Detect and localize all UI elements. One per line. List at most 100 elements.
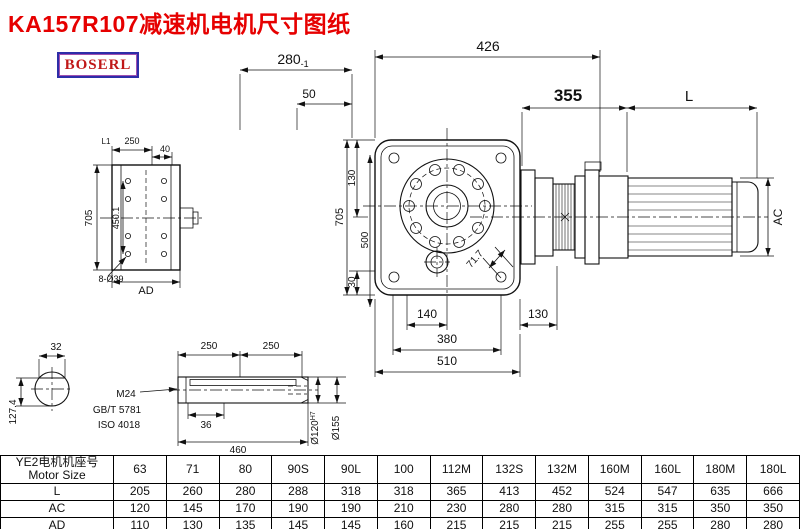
dim-450-label: 450.1 (111, 207, 121, 230)
dim-bore-label: Ø120H7 (310, 411, 321, 445)
table-cell: 215 (482, 516, 537, 529)
dim-30-label: 30 (347, 276, 358, 288)
dim-705-main-label: 705 (334, 208, 346, 226)
dim-250-a-label: 250 (201, 341, 218, 352)
dim-ac-label: AC (771, 208, 785, 225)
dim-50-label: 50 (302, 87, 316, 101)
dim-127-4-label: 127.4 (8, 399, 19, 424)
dim-426-label: 426 (476, 38, 500, 54)
dim-380-label: 380 (437, 332, 457, 346)
table-cell: 190 (271, 499, 326, 518)
table-cell: 452 (535, 482, 589, 501)
table-cell: 230 (429, 499, 484, 518)
table-cell: 190 (324, 499, 378, 518)
table-cell: 255 (640, 516, 695, 529)
table-cell: 547 (640, 482, 695, 501)
table-cell: 350 (693, 499, 748, 518)
table-cell: 160 (376, 516, 431, 529)
shaft-section-view: 32 127.4 (8, 342, 73, 425)
shaft-side-view: 250 250 M24 GB/T 5781 ISO 4018 36 460 Ø1… (93, 341, 346, 455)
table-cell: 350 (746, 499, 800, 518)
dim-250-flange-label: 250 (124, 136, 139, 146)
table-cell: 413 (482, 482, 537, 501)
table-cell: 215 (429, 516, 484, 529)
table-cell: 280 (482, 499, 537, 518)
table-cell: 255 (587, 516, 642, 529)
table-cell: 666 (746, 482, 800, 501)
dim-32-label: 32 (50, 342, 62, 353)
motor-size-column: 132M (535, 455, 589, 484)
motor-size-column: 112M (429, 455, 484, 484)
table-cell: 145 (324, 516, 378, 529)
dim-510-label: 510 (437, 354, 457, 368)
motor-size-column: 90L (324, 455, 378, 484)
table-cell: 635 (693, 482, 748, 501)
header-en: Motor Size (28, 468, 86, 483)
dim-130-b-label: 130 (528, 307, 548, 321)
motor-size-column: 63 (113, 455, 167, 484)
table-cell: 280 (746, 516, 800, 529)
table-cell: 318 (376, 482, 431, 501)
standard-gb-label: GB/T 5781 (93, 405, 142, 416)
motor-side-view (470, 161, 768, 265)
boserl-logo: BOSERL (57, 52, 139, 78)
motor-size-column: 80 (218, 455, 273, 484)
motor-size-column: 180M (693, 455, 748, 484)
table-cell: 365 (429, 482, 484, 501)
page-title: KA157R107减速机电机尺寸图纸 (8, 11, 351, 37)
table-cell: 110 (113, 516, 167, 529)
dim-71-7-label: 71.7 (465, 248, 486, 270)
table-cell: 215 (535, 516, 589, 529)
dim-130-v-label: 130 (347, 169, 358, 186)
dim-8xd39-label: 8-Ø39 (98, 274, 123, 284)
table-cell: 130 (165, 516, 220, 529)
dim-280-label: 280-1 (277, 51, 308, 69)
dim-705-flange-label: 705 (84, 209, 95, 226)
header-cn: YE2电机机座号 (15, 455, 99, 469)
motor-size-column: 160L (640, 455, 695, 484)
table-cell: 210 (376, 499, 431, 518)
motor-size-column: 132S (482, 455, 537, 484)
table-cell: 280 (535, 499, 589, 518)
table-cell: 120 (113, 499, 167, 518)
table-cell: 288 (271, 482, 326, 501)
dim-motor-length-label: L (685, 88, 693, 105)
motor-size-column: 90S (271, 455, 326, 484)
motor-size-column: 180L (746, 455, 800, 484)
row-label: AD (0, 516, 114, 529)
table-cell: 280 (218, 482, 273, 501)
table-cell: 280 (693, 516, 748, 529)
table-cell: 318 (324, 482, 378, 501)
flange-side-view: L1 250 40 705 450.1 8-Ø39 AD (84, 136, 202, 297)
table-header-motor-size: YE2电机机座号 Motor Size (0, 455, 114, 484)
dim-155-label: Ø155 (331, 415, 342, 440)
dimension-drawing: L1 250 40 705 450.1 8-Ø39 AD (8, 38, 785, 455)
dim-ad-label: AD (138, 285, 153, 297)
table-cell: 145 (271, 516, 326, 529)
table-cell: 260 (165, 482, 220, 501)
table-cell: 315 (640, 499, 695, 518)
motor-size-column: 160M (587, 455, 642, 484)
dim-355-label: 355 (554, 86, 582, 105)
row-label: L (0, 482, 114, 501)
dim-250-b-label: 250 (263, 341, 280, 352)
dim-460-label: 460 (230, 445, 247, 455)
row-label: AC (0, 499, 114, 518)
motor-size-column: 71 (165, 455, 220, 484)
dim-40-label: 40 (160, 144, 170, 154)
table-cell: 524 (587, 482, 642, 501)
dim-140-label: 140 (417, 307, 437, 321)
gearbox-front-view: 71.7 (363, 128, 532, 307)
table-cell: 170 (218, 499, 273, 518)
main-dimensions: 426 280-1 50 355 L AC (239, 38, 785, 377)
thread-m24-label: M24 (116, 389, 136, 400)
table-cell: 145 (165, 499, 220, 518)
dim-36-label: 36 (200, 420, 212, 431)
dim-l1-label: L1 (102, 137, 111, 146)
